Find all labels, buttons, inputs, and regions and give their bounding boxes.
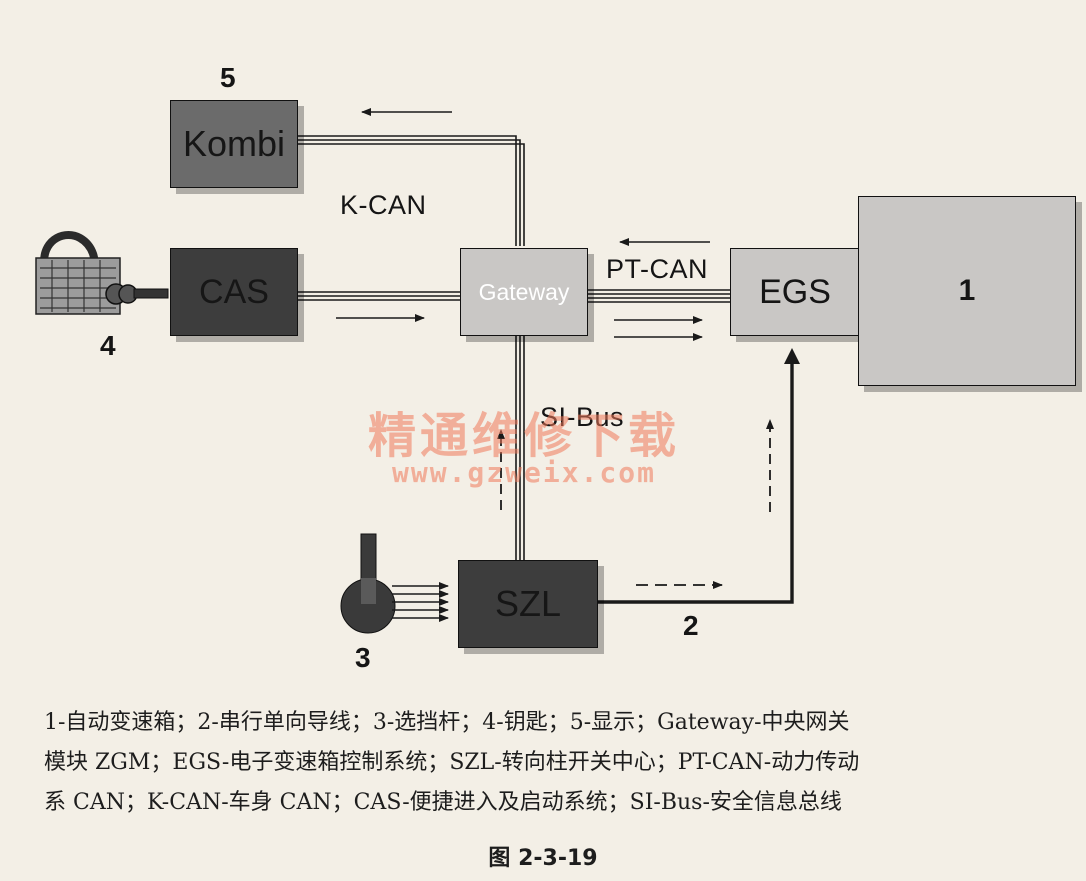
serial-line-2 — [596, 348, 800, 604]
transmission-label: 1 — [958, 274, 976, 307]
key-icon — [35, 231, 169, 315]
gateway-box: Gateway — [460, 248, 588, 336]
pt-can-line — [586, 289, 730, 303]
si-bus-label: SI-Bus — [540, 402, 625, 432]
szl-box: SZL — [458, 560, 598, 648]
watermark-chinese: 精通维修下载 — [368, 408, 681, 464]
caption-line-1: 1-自动变速箱；2-串行单向导线；3-选挡杆；4-钥匙；5-显示；Gateway… — [44, 710, 850, 735]
si-bus-line — [515, 336, 525, 560]
cas-box: CAS — [170, 248, 298, 336]
selector-signal-arrows — [392, 582, 449, 622]
number-4: 4 — [100, 330, 116, 361]
number-2: 2 — [683, 610, 699, 641]
egs-label: EGS — [759, 272, 831, 311]
gateway-label: Gateway — [478, 278, 570, 305]
pt-can-label: PT-CAN — [606, 254, 709, 284]
caption-line-3: 系 CAN；K-CAN-车身 CAN；CAS-便捷进入及启动系统；SI-Bus-… — [44, 790, 842, 815]
egs-box: EGS — [730, 248, 860, 336]
caption-line-2: 模块 ZGM；EGS-电子变速箱控制系统；SZL-转向柱开关中心；PT-CAN-… — [44, 750, 860, 775]
cas-gateway-line — [296, 291, 460, 301]
transmission-box: 1 — [858, 196, 1076, 386]
number-5: 5 — [220, 62, 236, 93]
cas-label: CAS — [199, 272, 269, 311]
k-can-label: K-CAN — [340, 190, 427, 220]
kombi-label: Kombi — [182, 123, 286, 164]
kombi-box: Kombi — [170, 100, 298, 188]
watermark-url: www.gzweix.com — [392, 456, 657, 489]
szl-label: SZL — [494, 583, 562, 624]
figure-number: 图 2-3-19 — [488, 846, 598, 871]
k-can-line — [296, 135, 525, 246]
number-3: 3 — [355, 642, 371, 673]
selector-lever-icon — [340, 533, 396, 634]
